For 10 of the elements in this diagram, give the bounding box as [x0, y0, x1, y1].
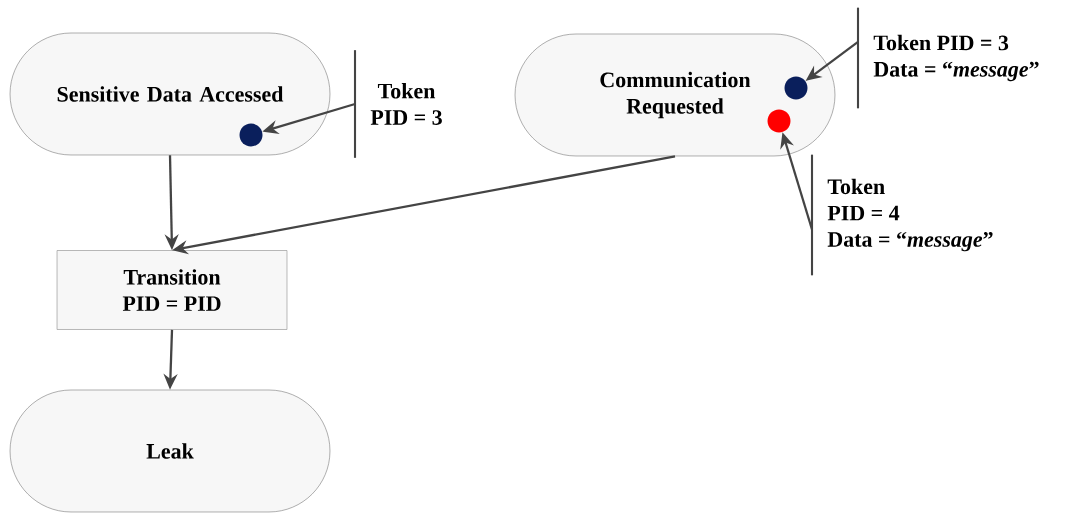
transition-box: Transition PID = PID	[56, 250, 288, 330]
token-dot	[767, 109, 791, 133]
state-box: Leak	[9, 389, 331, 513]
token-note: Token PID = 3 Data = “message”	[856, 7, 1039, 109]
token-dot	[784, 76, 808, 100]
token-dot	[239, 123, 263, 147]
token-note: Token PID = 3	[353, 50, 442, 158]
state-box: Communication Requested	[514, 33, 836, 157]
token-note: Token PID = 4 Data = “message”	[810, 154, 993, 276]
state-box: Sensitive Data Accessed	[9, 32, 331, 156]
